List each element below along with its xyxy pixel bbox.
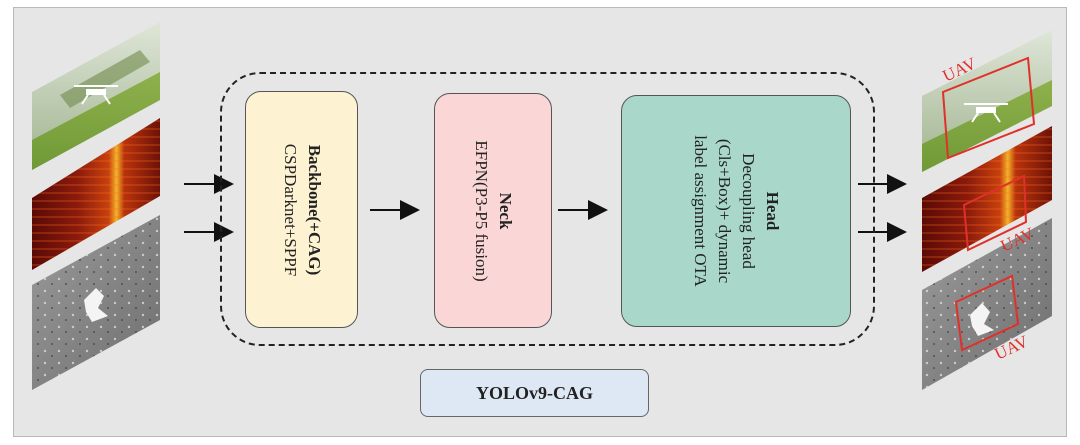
- model-dashed-group: [220, 72, 875, 346]
- output-drone-image: [922, 30, 1052, 172]
- head-detail-3: label assignment OTA: [691, 135, 710, 287]
- neck-block: Neck EFPN(P3-P5 fusion): [434, 93, 552, 328]
- output-infrared-image: [922, 218, 1052, 390]
- head-detail-2: (Cls+Box)+ dynamic: [715, 138, 734, 284]
- input-drone-image: [32, 22, 160, 170]
- model-name-label: YOLOv9-CAG: [420, 369, 649, 417]
- head-detail-1: Decoupling head: [739, 153, 758, 269]
- output-spectrogram-image: [922, 126, 1052, 272]
- detection-box: [954, 274, 1020, 352]
- drone-icon: [964, 103, 1008, 123]
- head-block: Head Decoupling head (Cls+Box)+ dynamic …: [621, 95, 851, 327]
- neck-detail: EFPN(P3-P5 fusion): [472, 139, 491, 282]
- backbone-detail: CSPDarknet+SPPF: [280, 143, 300, 276]
- detection-box: [962, 174, 1028, 252]
- detection-box: [941, 56, 1036, 160]
- drone-icon: [74, 85, 118, 105]
- input-spectrogram-image: [32, 118, 160, 270]
- neck-title: Neck: [496, 192, 515, 229]
- head-title: Head: [763, 191, 782, 231]
- backbone-title: Backbone(+CAG): [304, 144, 324, 275]
- input-infrared-image: [32, 215, 160, 390]
- backbone-block: Backbone(+CAG) CSPDarknet+SPPF: [245, 91, 358, 328]
